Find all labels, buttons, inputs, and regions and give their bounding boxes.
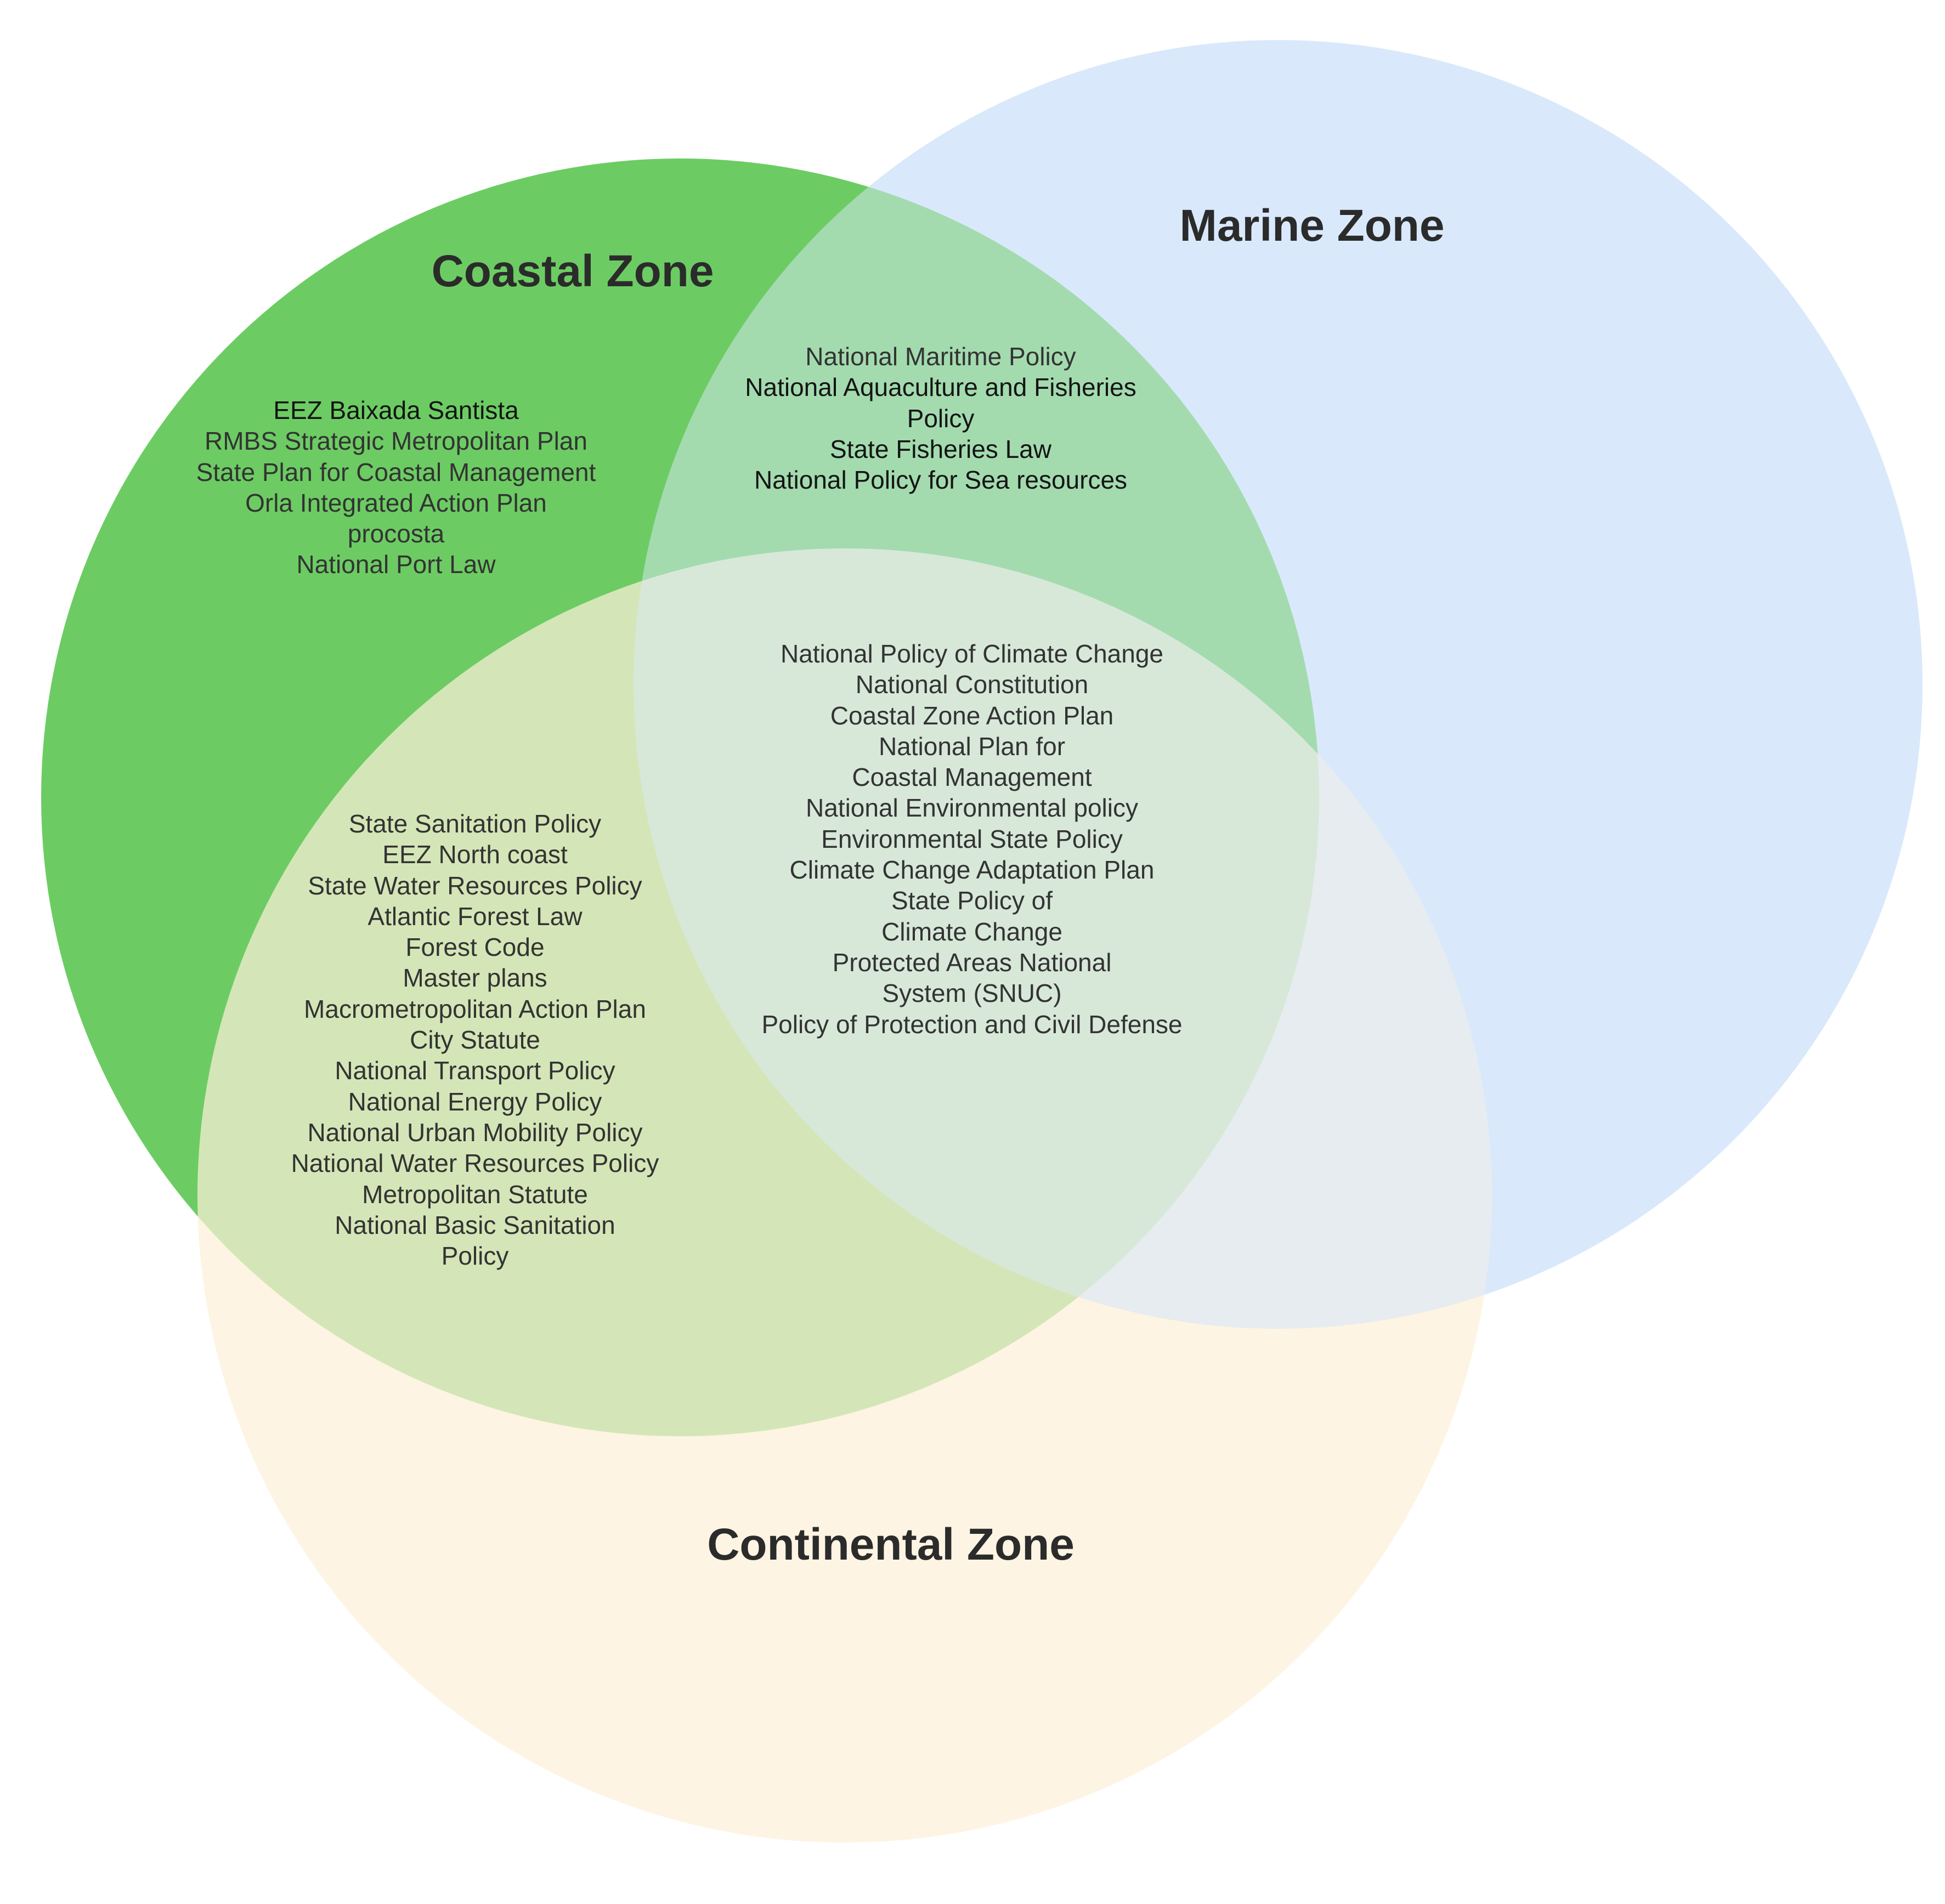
policy-item: EEZ North coast — [382, 840, 568, 869]
policy-item: Policy — [441, 1242, 509, 1271]
coastal-continental-policies: State Sanitation Policy EEZ North coast … — [291, 808, 659, 1271]
coastal-zone-title: Coastal Zone — [431, 246, 714, 296]
coastal-marine-policies: National Maritime Policy National Aquacu… — [745, 341, 1136, 495]
policy-item: System (SNUC) — [882, 979, 1062, 1008]
policy-item: procosta — [347, 519, 445, 548]
policy-item: Atlantic Forest Law — [367, 902, 583, 931]
policy-item: Macrometropolitan Action Plan — [304, 994, 646, 1023]
continental-zone-title: Continental Zone — [707, 1520, 1075, 1569]
policy-item: National Port Law — [296, 550, 496, 579]
policy-item: National Environmental policy — [806, 794, 1138, 823]
policy-item: Climate Change — [881, 917, 1062, 946]
policy-item: Policy of Protection and Civil Defense — [761, 1010, 1183, 1039]
policy-item: Orla Integrated Action Plan — [245, 488, 547, 517]
policy-item: National Constitution — [855, 670, 1089, 699]
policy-item: State Fisheries Law — [830, 434, 1051, 463]
policy-item: State Water Resources Policy — [308, 871, 642, 900]
policy-item: National Energy Policy — [348, 1087, 602, 1116]
policy-item: National Policy for Sea resources — [754, 466, 1128, 495]
policy-item: State Plan for Coastal Management — [196, 457, 596, 486]
policy-item: National Water Resources Policy — [291, 1149, 659, 1178]
policy-item: EEZ Baixada Santista — [273, 396, 519, 424]
policy-item: National Aquaculture and Fisheries — [745, 373, 1137, 402]
policy-item: State Sanitation Policy — [348, 809, 602, 838]
policy-item: Master plans — [403, 964, 547, 993]
policy-item: National Urban Mobility Policy — [307, 1118, 643, 1147]
marine-zone-title: Marine Zone — [1179, 201, 1445, 251]
policy-item: National Policy of Climate Change — [780, 639, 1164, 668]
policy-item: State Policy of — [891, 886, 1053, 915]
all-zones-policies: National Policy of Climate Change Nation… — [761, 638, 1182, 1040]
policy-item: RMBS Strategic Metropolitan Plan — [205, 427, 587, 456]
policy-item: Climate Change Adaptation Plan — [789, 855, 1155, 885]
policy-item: Environmental State Policy — [821, 824, 1123, 853]
policy-item: Coastal Zone Action Plan — [830, 701, 1114, 730]
policy-item: National Maritime Policy — [805, 342, 1076, 371]
policy-item: Metropolitan Statute — [362, 1180, 588, 1209]
policy-item: National Transport Policy — [335, 1056, 615, 1085]
policy-item: Forest Code — [405, 933, 545, 962]
policy-item: Policy — [907, 404, 975, 433]
policy-item: National Basic Sanitation — [335, 1210, 615, 1239]
marine-zone-overlay — [634, 40, 1923, 1329]
policy-item: National Plan for — [878, 732, 1066, 761]
policy-item: City Statute — [410, 1025, 540, 1055]
policy-item: Coastal Management — [852, 763, 1092, 792]
coastal-only-policies: EEZ Baixada Santista RMBS Strategic Metr… — [196, 395, 596, 580]
policy-item: Protected Areas National — [832, 948, 1112, 977]
